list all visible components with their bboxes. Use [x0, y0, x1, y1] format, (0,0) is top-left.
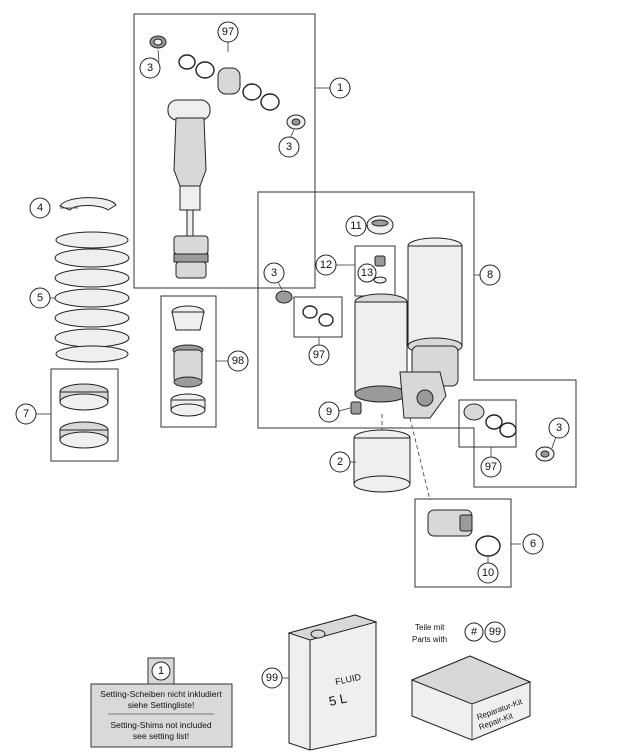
reservoir-body [354, 237, 463, 419]
svg-text:11: 11 [350, 220, 361, 232]
piston-seal-rings [275, 290, 334, 327]
note-line2-de: siehe Settingliste! [128, 700, 195, 710]
valve-parts [373, 255, 387, 284]
callout-13: 13 [357, 263, 377, 283]
rebound-adjuster-cap [366, 215, 394, 235]
frame-spring-retainers [50, 368, 119, 462]
callout-97-middle: 97 [308, 344, 330, 366]
frame-damper-assembly [133, 13, 316, 289]
callout-10: 10 [477, 562, 499, 584]
svg-text:7: 7 [23, 408, 29, 420]
callout-97-top: 97 [217, 21, 239, 43]
kit-legend-ref-circle [484, 621, 506, 643]
note-line2-en: see setting list! [133, 731, 189, 741]
callout-3-top-right: 3 [278, 136, 300, 158]
svg-text:99: 99 [266, 672, 278, 684]
callout-3-middle: 3 [263, 262, 285, 284]
svg-text:10: 10 [482, 567, 494, 579]
svg-text:97: 97 [485, 461, 497, 473]
svg-text:98: 98 [232, 355, 244, 367]
callout-98: 98 [227, 350, 249, 372]
leader-lines [36, 42, 560, 679]
kit-legend-hash: # [471, 626, 478, 638]
svg-text:12: 12 [320, 259, 332, 271]
callout-9: 9 [318, 401, 340, 423]
bleed-screw [350, 401, 362, 415]
lower-seal-parts [463, 403, 555, 462]
note-line1-de: Setting-Scheiben nicht inkludiert [100, 689, 222, 699]
svg-text:4: 4 [37, 202, 43, 214]
spring-adjusting-rings [59, 383, 109, 449]
repair-kit-box: Reparatur-Kit Repair-Kit [410, 655, 532, 741]
svg-text:3: 3 [147, 62, 153, 74]
callout-8: 8 [479, 264, 501, 286]
fluid-volume: 5 L [328, 691, 349, 709]
svg-text:3: 3 [271, 267, 277, 279]
svg-text:3: 3 [286, 141, 292, 153]
svg-text:97: 97 [313, 349, 325, 361]
callout-2: 2 [329, 451, 351, 473]
callout-3-right: 3 [548, 417, 570, 439]
callout-7: 7 [15, 403, 37, 425]
fluid-can: FLUID 5 L [287, 614, 378, 751]
kit-legend-hash-circle [464, 622, 484, 642]
callout-5: 5 [29, 287, 51, 309]
note-ref: 1 [158, 665, 164, 677]
svg-text:1: 1 [337, 82, 343, 94]
reservoir-cover [353, 429, 411, 493]
kit-legend-en: Parts with [412, 635, 447, 644]
frame-seal-kit [160, 295, 217, 428]
svg-text:97: 97 [222, 26, 234, 38]
damper-body [149, 35, 306, 279]
note-line1-en: Setting-Shims not included [110, 720, 211, 730]
callout-4: 4 [29, 197, 51, 219]
callout-99: 99 [261, 667, 283, 689]
svg-text:2: 2 [337, 456, 343, 468]
svg-text:8: 8 [487, 269, 493, 281]
adjuster-unit [427, 509, 501, 557]
svg-text:5: 5 [37, 292, 43, 304]
frame-piston-seals [293, 296, 343, 338]
callout-3-top-left: 3 [139, 57, 161, 79]
svg-text:6: 6 [530, 538, 536, 550]
svg-text:13: 13 [361, 267, 373, 279]
callout-6: 6 [522, 533, 544, 555]
svg-text:9: 9 [326, 406, 332, 418]
callout-97-right: 97 [480, 456, 502, 478]
frame-lower-seals [458, 399, 517, 448]
kit-legend: Teile mit Parts with # 99 [412, 621, 506, 644]
coil-spring [54, 231, 130, 363]
callout-11: 11 [345, 215, 367, 237]
seal-kit-parts [170, 305, 206, 417]
callout-12: 12 [315, 254, 337, 276]
setting-note: 1 Setting-Scheiben nicht inkludiert sieh… [90, 657, 233, 748]
frame-adjuster [414, 498, 512, 588]
callout-1: 1 [329, 77, 351, 99]
spring-retainer-clip [59, 197, 117, 211]
kit-legend-de: Teile mit [415, 623, 445, 632]
kit-legend-ref: 99 [489, 626, 501, 638]
svg-text:3: 3 [556, 422, 562, 434]
frame-reservoir-assembly [257, 191, 577, 488]
